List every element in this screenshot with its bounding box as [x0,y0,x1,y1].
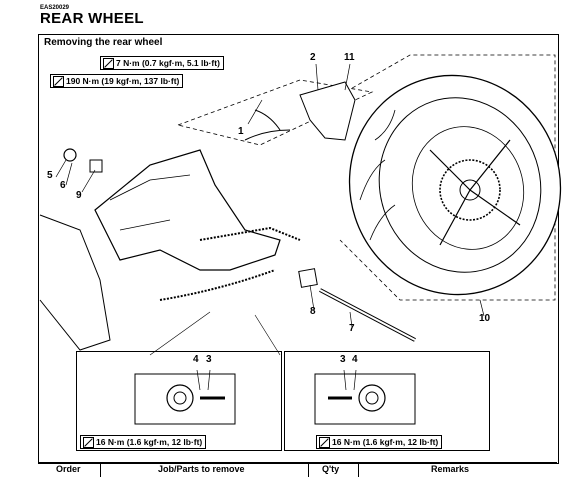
column-divider [308,463,309,477]
job-table-header: Order Job/Parts to remove Q'ty Remarks [38,462,557,477]
torque-spec-adjuster-left: 16 N·m (1.6 kgf·m, 12 lb·ft) [80,435,207,449]
callout-1: 1 [238,126,244,137]
torque-spec-caliper-bolt: 7 N·m (0.7 kgf·m, 5.1 lb·ft) [100,56,224,70]
torque-wrench-icon [103,58,114,69]
column-divider [358,463,359,477]
callout-11: 11 [344,52,355,63]
detail-inset-left [76,351,282,451]
torque-wrench-icon [319,437,330,448]
detail-inset-right [284,351,490,451]
callout-9: 9 [76,190,82,201]
column-divider [100,463,101,477]
page-title: REAR WHEEL [40,10,144,27]
callout-4-right: 4 [352,354,358,365]
column-header-job: Job/Parts to remove [158,464,245,474]
callout-4-left: 4 [193,354,199,365]
callout-8: 8 [310,306,316,317]
torque-spec-axle-nut: 190 N·m (19 kgf·m, 137 lb·ft) [50,74,184,88]
column-header-order: Order [56,464,81,474]
callout-3-right: 3 [340,354,346,365]
callout-3-left: 3 [206,354,212,365]
column-header-remarks: Remarks [431,464,470,474]
document-code: EAS20029 [40,5,70,11]
torque-wrench-icon [83,437,94,448]
callout-2: 2 [310,52,316,63]
torque-wrench-icon [53,76,64,87]
illustration-frame [38,34,559,464]
column-header-qty: Q'ty [322,464,340,474]
callout-7: 7 [349,323,355,334]
callout-6: 6 [60,180,66,191]
callout-5: 5 [47,170,53,181]
callout-10: 10 [479,313,491,324]
section-caption: Removing the rear wheel [44,37,163,48]
torque-spec-adjuster-right: 16 N·m (1.6 kgf·m, 12 lb·ft) [316,435,443,449]
